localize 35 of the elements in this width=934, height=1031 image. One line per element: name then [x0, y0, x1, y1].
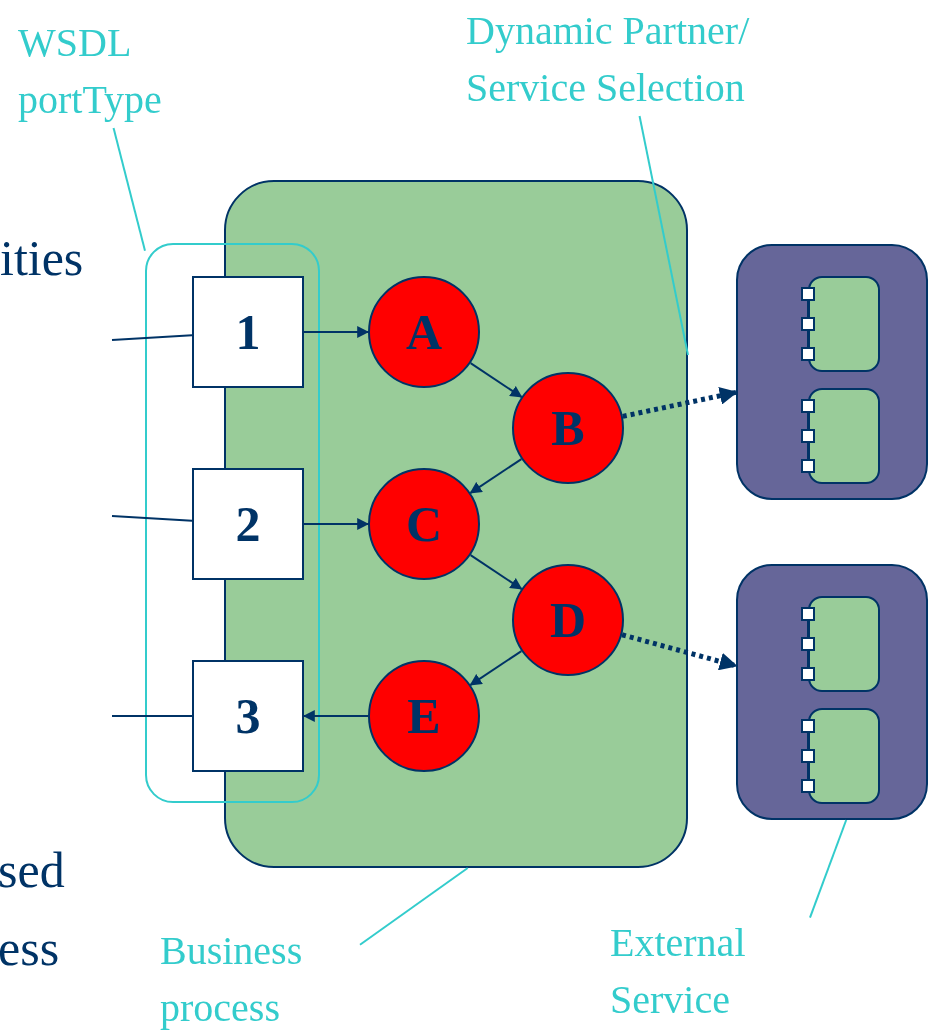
arrow — [469, 650, 523, 686]
activity-circle: D — [512, 564, 624, 676]
connector-line — [111, 334, 193, 341]
leader-line — [359, 867, 469, 946]
arrow — [469, 362, 523, 398]
activity-circle: B — [512, 372, 624, 484]
leader-line — [809, 819, 848, 919]
arrow — [303, 326, 370, 338]
callout-text: Business process — [160, 922, 360, 1031]
text-fragment: ess — [0, 919, 60, 978]
connector-line — [111, 715, 193, 717]
activity-circle: C — [368, 468, 480, 580]
port-box: 1 — [192, 276, 304, 388]
arrow — [469, 458, 523, 494]
activity-circle: A — [368, 276, 480, 388]
callout-text: External Service — [610, 914, 810, 1028]
business-process-box — [224, 180, 688, 868]
text-fragment: ities — [0, 229, 84, 288]
text-fragment: sed — [0, 841, 65, 900]
callout-text: WSDL portType — [18, 14, 218, 128]
arrow — [303, 518, 370, 530]
callout-text: Dynamic Partner/ Service Selection — [466, 2, 826, 116]
activity-circle: E — [368, 660, 480, 772]
connector-line — [111, 515, 193, 522]
external-service-box — [736, 564, 928, 820]
port-box: 2 — [192, 468, 304, 580]
port-type-outline — [145, 243, 320, 803]
port-box: 3 — [192, 660, 304, 772]
arrow — [622, 386, 738, 419]
arrow — [302, 710, 369, 722]
leader-line — [638, 115, 689, 356]
arrow — [621, 632, 738, 671]
external-service-box — [736, 244, 928, 500]
arrow — [469, 554, 523, 590]
leader-line — [112, 127, 146, 252]
